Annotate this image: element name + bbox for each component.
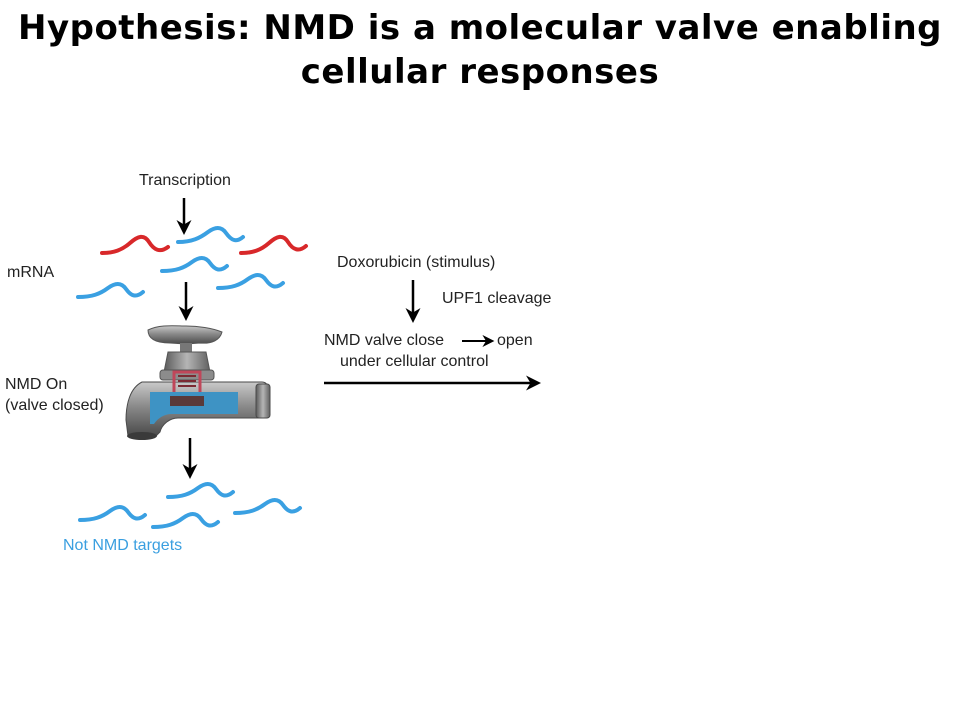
slide-title: Hypothesis: NMD is a molecular valve ena…	[0, 6, 960, 94]
not-nmd-targets-label: Not NMD targets	[63, 537, 183, 554]
mrna-out-1	[166, 482, 235, 499]
title-line-1: Hypothesis: NMD is a molecular valve ena…	[17, 8, 943, 48]
output-mrna	[78, 482, 302, 529]
mrna-blue-1	[176, 226, 245, 244]
mrna-out-2	[78, 505, 147, 522]
mrna-out-4	[233, 498, 302, 515]
valve-close-label: NMD valve close	[324, 332, 445, 349]
mrna-red-1	[100, 234, 170, 255]
upf1-cleavage-label: UPF1 cleavage	[442, 290, 552, 307]
doxorubicin-label: Doxorubicin (stimulus)	[337, 254, 496, 271]
transcription-label: Transcription	[139, 172, 231, 189]
mrna-blue-3	[76, 282, 145, 299]
mrna-label: mRNA	[7, 264, 55, 281]
mrna-red-2	[239, 234, 308, 255]
valve-open-label: open	[497, 332, 533, 349]
mrna-out-3	[151, 512, 220, 529]
mrna-pool	[76, 226, 308, 299]
title-line-2: cellular responses	[300, 52, 660, 92]
mrna-blue-4	[216, 273, 285, 290]
valve-closed-label: (valve closed)	[5, 397, 104, 414]
faucet-valve-icon	[125, 325, 271, 440]
mrna-blue-2	[160, 256, 229, 273]
cellular-control-label: under cellular control	[340, 353, 489, 370]
nmd-on-label: NMD On	[5, 376, 68, 393]
